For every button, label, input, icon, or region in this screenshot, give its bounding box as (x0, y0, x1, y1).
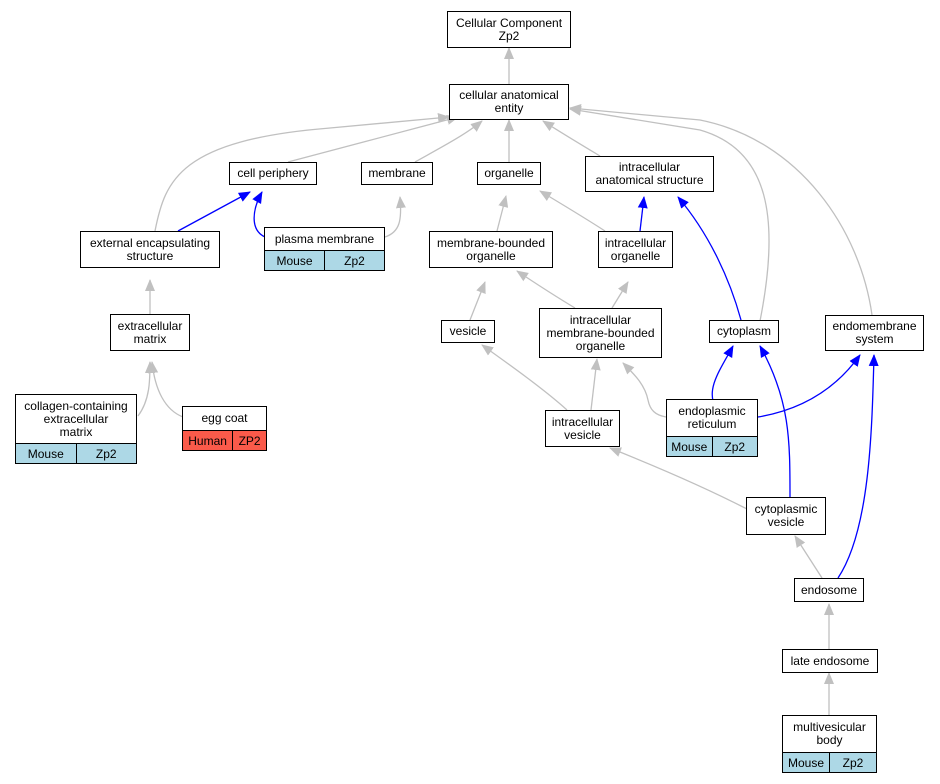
node-label: cytoplasm (716, 324, 772, 338)
gene-tag: Zp2 (75, 444, 136, 463)
node-vesicle[interactable]: vesicle (441, 320, 495, 343)
edge-io-ias (637, 196, 648, 232)
node-intracellular-membrane-bounded-organelle[interactable]: intracellular membrane-bounded organelle (539, 308, 662, 358)
node-label: endoplasmic reticulum (678, 404, 746, 431)
edge-ecs-cellperiphery (177, 191, 251, 232)
edge-mbo-organelle (496, 195, 509, 232)
edge-eggcoat-ecm (148, 361, 184, 418)
species-tag: Mouse (16, 444, 76, 463)
edge-ias-cae (542, 120, 601, 157)
annotation-row: Mouse Zp2 (667, 436, 757, 456)
node-plasma-membrane[interactable]: plasma membrane Mouse Zp2 (264, 227, 385, 271)
node-label: membrane-bounded organelle (436, 235, 546, 263)
edge-imbo-mbo (516, 270, 576, 309)
edge-cv-iv (609, 447, 748, 510)
node-cytoplasmic-vesicle[interactable]: cytoplasmic vesicle (746, 497, 826, 535)
node-multivesicular-body[interactable]: multivesicular body Mouse Zp2 (782, 715, 877, 773)
annotation-row: Mouse Zp2 (783, 752, 876, 772)
node-label: late endosome (790, 653, 870, 668)
node-label: organelle (484, 166, 534, 180)
node-label: cell periphery (237, 166, 309, 180)
node-label: egg coat (201, 411, 248, 425)
node-intracellular-organelle[interactable]: intracellular organelle (598, 231, 673, 268)
node-label: intracellular vesicle (551, 414, 614, 442)
node-membrane[interactable]: membrane (361, 162, 433, 185)
edge-imbo-io (611, 281, 629, 309)
node-endomembrane-system[interactable]: endomembrane system (825, 315, 924, 351)
annotation-row: Human ZP2 (183, 430, 266, 450)
node-membrane-bounded-organelle[interactable]: membrane-bounded organelle (429, 231, 553, 268)
node-label: endosome (800, 582, 858, 597)
edge-plasmamembrane-cellperiphery (252, 191, 266, 238)
species-tag: Mouse (783, 753, 829, 772)
node-collagen-containing-extracellular-matrix[interactable]: collagen-containing extracellular matrix… (15, 394, 137, 464)
node-label: vesicle (449, 324, 487, 338)
gene-tag: Zp2 (711, 437, 757, 456)
node-label: Cellular Component Zp2 (455, 15, 563, 43)
node-external-encapsulating-structure[interactable]: external encapsulating structure (80, 231, 220, 268)
node-label: intracellular organelle (604, 235, 667, 263)
node-cytoplasm[interactable]: cytoplasm (709, 320, 779, 343)
node-label: intracellular anatomical structure (595, 160, 704, 187)
node-late-endosome[interactable]: late endosome (782, 649, 878, 673)
annotation-row: Mouse Zp2 (16, 443, 136, 463)
node-extracellular-matrix[interactable]: extracellular matrix (110, 314, 190, 351)
species-tag: Human (183, 431, 233, 450)
node-label: endomembrane system (832, 319, 917, 346)
node-label: cytoplasmic vesicle (754, 502, 818, 529)
node-label: collagen-containing extracellular matrix (24, 398, 128, 439)
node-cellular-anatomical-entity[interactable]: cellular anatomical entity (449, 84, 569, 120)
edge-er-endomembrane (757, 354, 861, 418)
node-egg-coat[interactable]: egg coat Human ZP2 (182, 406, 267, 451)
annotation-row: Mouse Zp2 (265, 250, 384, 270)
edge-plasmamembrane-membrane (384, 196, 406, 238)
node-organelle[interactable]: organelle (477, 162, 541, 185)
gene-tag: Zp2 (829, 753, 876, 772)
node-endosome[interactable]: endosome (794, 578, 864, 602)
edge-ecs-cae (154, 113, 450, 232)
species-tag: Mouse (265, 251, 324, 270)
node-label: extracellular matrix (117, 318, 183, 346)
edge-cv-cytoplasm (759, 345, 791, 498)
edge-endomembrane-cae (569, 104, 873, 316)
node-root[interactable]: Cellular Component Zp2 (447, 11, 571, 48)
node-intracellular-anatomical-structure[interactable]: intracellular anatomical structure (585, 156, 714, 192)
edge-cytoplasm-ias (677, 196, 742, 321)
edge-vesicle-mbo (469, 281, 486, 321)
edge-cytoplasm-cae (569, 105, 770, 322)
node-label: plasma membrane (274, 231, 375, 246)
node-label: membrane (368, 166, 426, 180)
node-label: intracellular membrane-bounded organelle (546, 312, 655, 353)
edge-endosome-endomembrane (837, 354, 879, 579)
node-intracellular-vesicle[interactable]: intracellular vesicle (545, 410, 620, 447)
gene-tag: ZP2 (232, 431, 266, 450)
edge-collagen-ecm (137, 361, 155, 417)
node-label: external encapsulating structure (89, 235, 211, 263)
edge-iv-imbo (590, 358, 601, 411)
gene-tag: Zp2 (324, 251, 384, 270)
species-tag: Mouse (667, 437, 712, 456)
node-endoplasmic-reticulum[interactable]: endoplasmic reticulum Mouse Zp2 (666, 399, 758, 457)
edge-endosome-cv (794, 535, 823, 579)
edge-iv-vesicle (481, 344, 568, 411)
edge-er-imbo (622, 362, 667, 418)
node-cell-periphery[interactable]: cell periphery (229, 162, 317, 185)
node-label: cellular anatomical entity (459, 88, 559, 115)
edge-io-organelle (539, 190, 606, 232)
edge-membrane-cae (414, 120, 483, 163)
node-label: multivesicular body (793, 720, 866, 747)
